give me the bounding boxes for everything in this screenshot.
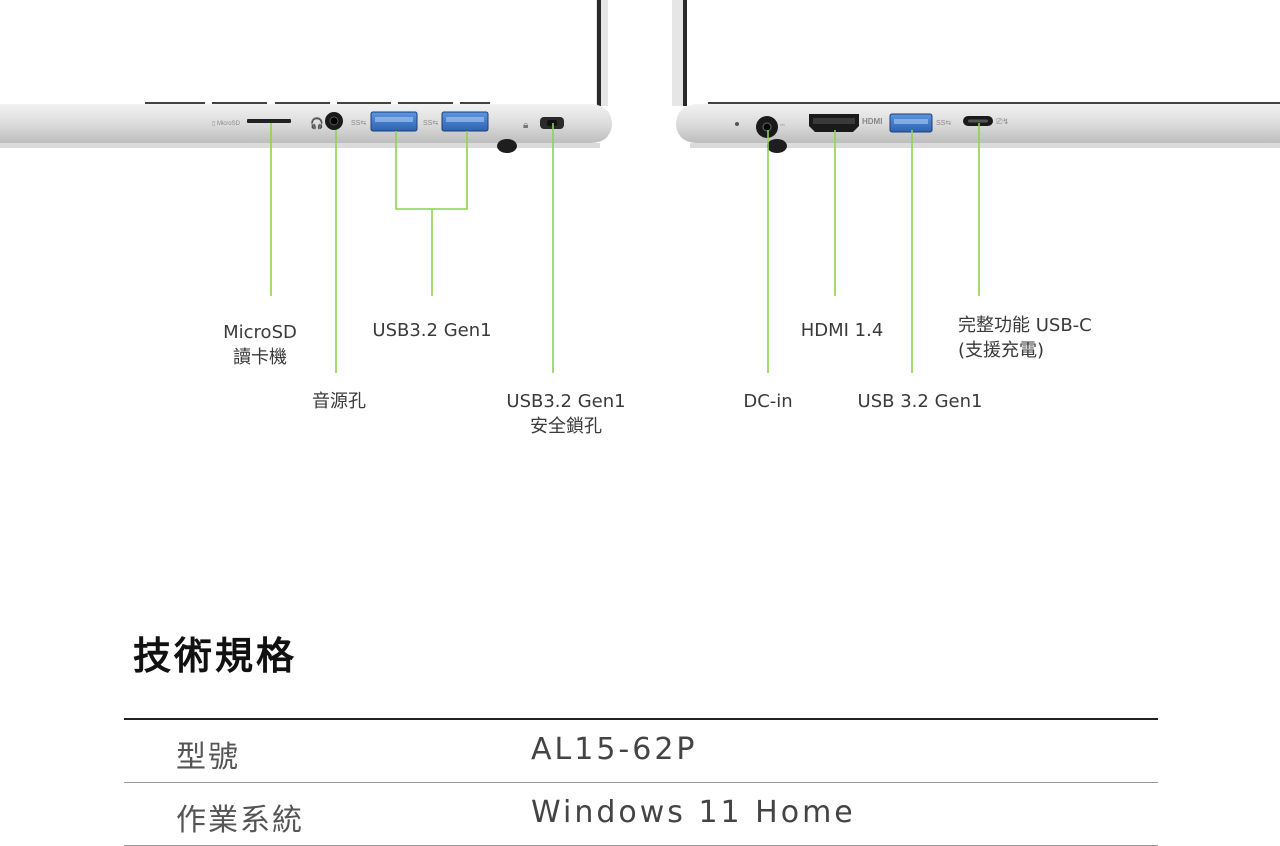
left-lid-bezel — [597, 0, 601, 106]
spec-key: 型號 — [176, 740, 240, 775]
headphone-icon: 🎧 — [310, 117, 324, 130]
label-microsd: MicroSD 讀卡機 — [223, 322, 297, 368]
display-port-icon: ⎚↯ — [996, 117, 1009, 126]
laptop-side-views: ▯ MicroSD 🎧 SS⇆ SS⇆ 🔒︎ — [0, 0, 1280, 373]
right-lid-edge — [672, 0, 686, 106]
spec-key: 作業系統 — [176, 803, 304, 838]
right-lid-bezel — [683, 0, 687, 106]
label-dc-in: DC-in — [743, 391, 793, 412]
specs-table: 型號 AL15-62P 作業系統 Windows 11 Home — [124, 718, 1158, 846]
left-laptop-body — [0, 104, 612, 143]
left-key-edges — [145, 102, 490, 105]
hdmi-mark: HDMI — [862, 117, 882, 126]
left-body-shadow — [0, 143, 600, 148]
label-usb-pair: USB3.2 Gen1 — [372, 320, 492, 341]
ss-usb-icon: SS⇆ — [936, 120, 951, 127]
microsd-slot — [247, 119, 291, 123]
spec-value: AL15-62P — [531, 732, 698, 767]
label-hdmi: HDMI 1.4 — [800, 320, 884, 341]
spec-value: Windows 11 Home — [531, 795, 856, 830]
power-led — [735, 122, 739, 126]
svg-text:▯ MicroSD: ▯ MicroSD — [212, 121, 241, 127]
spec-row-model: 型號 AL15-62P — [124, 720, 1158, 783]
specs-title: 技術規格 — [133, 634, 298, 678]
right-key-edges — [708, 102, 1280, 105]
ss-usb-icon: SS⇆ — [351, 120, 366, 127]
label-audio: 音源孔 — [312, 391, 366, 412]
lock-icon: 🔒︎ — [523, 120, 528, 131]
left-side-view: ▯ MicroSD 🎧 SS⇆ SS⇆ 🔒︎ — [0, 0, 612, 153]
right-body-shadow — [690, 143, 1280, 148]
leader-lines — [270, 123, 980, 373]
svg-text:⎓: ⎓ — [780, 123, 785, 129]
left-rubber-foot — [497, 139, 517, 153]
label-usb-right: USB 3.2 Gen1 — [857, 391, 983, 412]
port-diagram: ▯ MicroSD 🎧 SS⇆ SS⇆ 🔒︎ — [0, 0, 1280, 437]
right-rubber-foot — [767, 139, 787, 153]
label-usb-c: 完整功能 USB-C (支援充電) — [958, 315, 1092, 361]
label-usb-lock: USB3.2 Gen1 安全鎖孔 — [506, 391, 626, 437]
right-side-view: ⎓ HDMI SS⇆ ⎚↯ — [672, 0, 1280, 153]
ss-usb-icon: SS⇆ — [423, 120, 438, 127]
